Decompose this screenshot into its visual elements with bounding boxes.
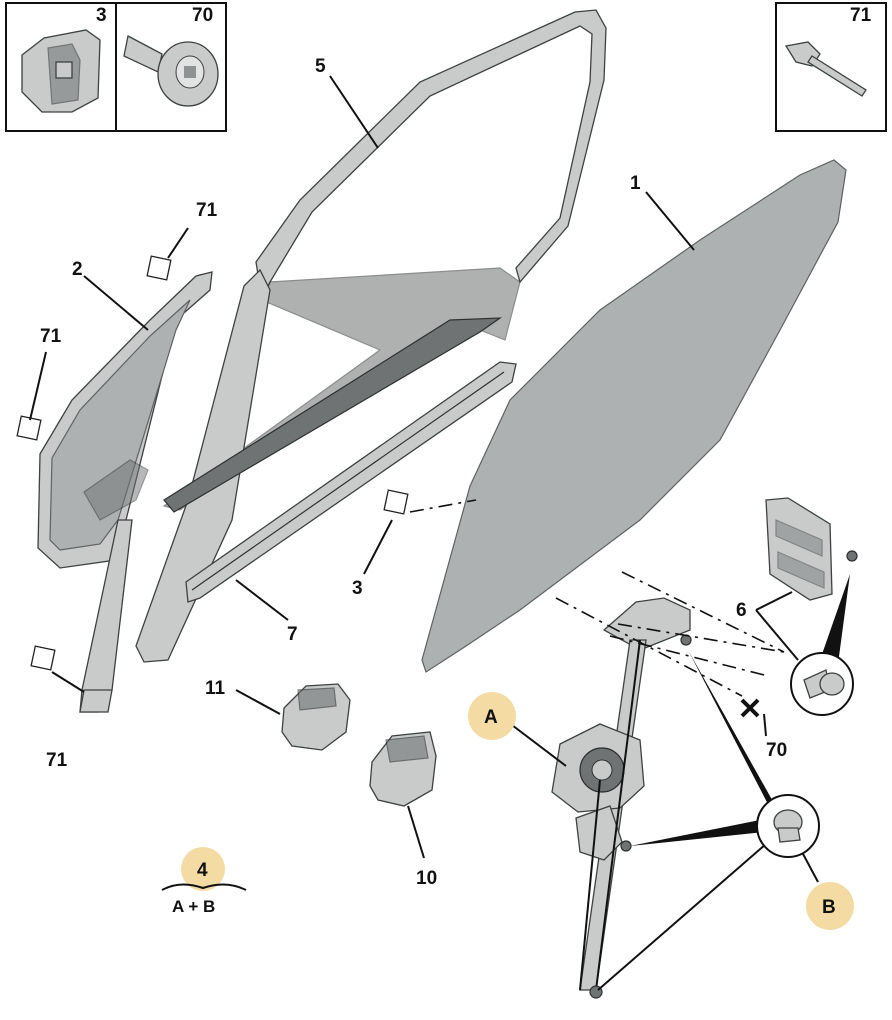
inset-screw-70: 70 <box>115 2 227 132</box>
screw-inset-6 <box>790 652 854 716</box>
inset-rivet-number: 71 <box>850 5 872 26</box>
rivet-icon <box>784 41 867 97</box>
screw-marker-icon <box>740 698 760 718</box>
door-frame-seal <box>135 9 607 663</box>
retainer-bracket <box>765 497 858 601</box>
rivet-tag-top <box>146 255 172 281</box>
leader-lines <box>29 75 850 991</box>
callout-71-left: 71 <box>40 326 62 347</box>
screw-inset-b <box>756 794 820 858</box>
screw-icon <box>123 35 219 107</box>
inset-screw-number: 70 <box>192 5 213 26</box>
quarter-glass <box>37 271 213 569</box>
belt-moulding <box>185 361 517 603</box>
callout-6: 6 <box>736 600 747 621</box>
alignment-lines <box>409 499 785 697</box>
inset-rivet-71: 71 <box>775 2 887 132</box>
callout-7: 7 <box>287 624 298 645</box>
callout-1: 1 <box>630 173 641 194</box>
rivet-tag-bottom <box>30 645 56 671</box>
callout-2: 2 <box>72 259 83 280</box>
callout-71-bottom: 71 <box>46 750 68 771</box>
callout-3: 3 <box>352 578 363 599</box>
badge-a-label: A <box>484 707 498 728</box>
kit-formula: A + B <box>172 897 215 916</box>
badge-a: A <box>468 692 516 740</box>
rivet-tag-left <box>16 415 42 441</box>
callout-5: 5 <box>315 56 326 77</box>
front-channel <box>79 519 133 713</box>
callout-71-top: 71 <box>196 200 218 221</box>
inset-clip-3: 3 <box>5 2 117 132</box>
clip-icon <box>21 29 101 113</box>
window-switch-11 <box>281 683 351 751</box>
callout-11: 11 <box>205 678 226 699</box>
callout-70: 70 <box>766 740 787 761</box>
clip-tag <box>383 489 409 515</box>
inset-clip-number: 3 <box>96 5 107 26</box>
kit-number: 4 <box>197 860 208 881</box>
kit-note: 4 A + B <box>161 847 247 916</box>
badge-b: B <box>806 882 854 930</box>
window-switch-10 <box>369 731 437 807</box>
door-glass <box>421 159 847 673</box>
callout-10: 10 <box>416 868 437 889</box>
badge-b-label: B <box>822 897 836 918</box>
